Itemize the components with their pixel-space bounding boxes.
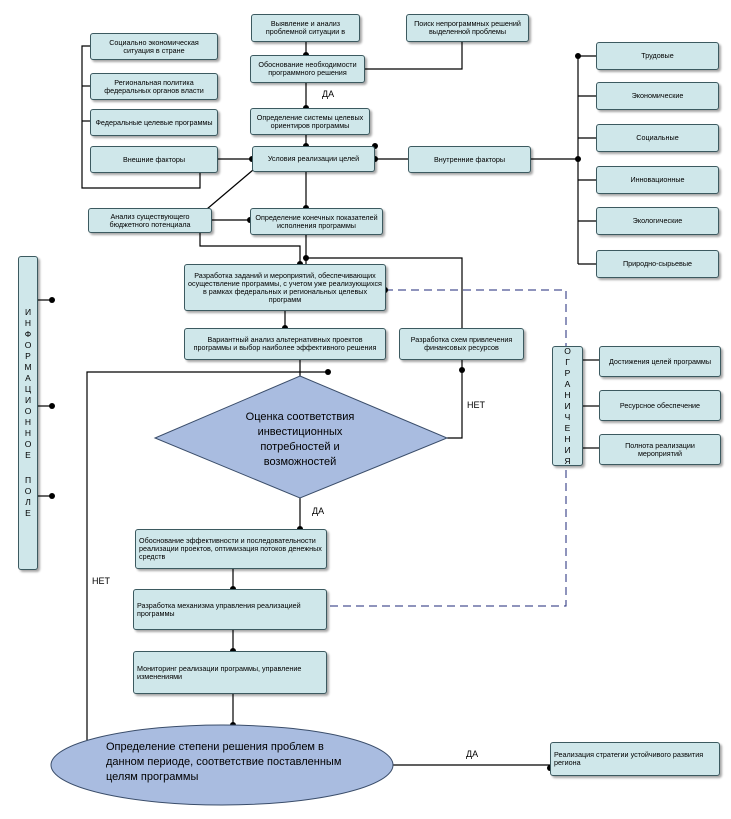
box-tasks: Разработка заданий и мероприятий, обеспе… [184, 264, 386, 311]
box-justify: Обоснование необходимости программного р… [250, 55, 365, 83]
box-indicators: Определение конечных показателей исполне… [250, 208, 383, 235]
label-yes-decision: ДА [312, 506, 325, 516]
internal-item-innovation: Инновационные [596, 166, 719, 194]
constraint-goals: Достижения целей программы [599, 346, 721, 377]
box-goals: Определение системы целевых ориентиров п… [250, 108, 370, 135]
decision-diamond [153, 375, 449, 499]
internal-factors: Внутренние факторы [408, 146, 531, 173]
constraint-resources: Ресурсное обеспечение [599, 390, 721, 421]
box-budget: Анализ существующего бюджетного потенциа… [88, 208, 212, 233]
internal-item-social: Социальные [596, 124, 719, 152]
label-no-finance: НЕТ [467, 400, 485, 410]
internal-item-ecology: Экологические [596, 207, 719, 235]
internal-item-economic: Экономические [596, 82, 719, 110]
box-monitoring: Мониторинг реализации программы, управле… [133, 651, 327, 694]
external-factors: Внешние факторы [90, 146, 218, 173]
internal-item-labor: Трудовые [596, 42, 719, 70]
box-variant: Вариантный анализ альтернативных проекто… [184, 328, 386, 360]
box-identify: Выявление и анализ проблемной ситуации в [251, 14, 360, 42]
result-ellipse [50, 724, 394, 806]
box-efficiency: Обоснование эффективности и последовател… [135, 529, 327, 569]
box-search: Поиск непрограммных решений выделенной п… [406, 14, 529, 42]
decision-text: Оценка соответствия инвестиционных потре… [245, 411, 355, 468]
box-finance: Разработка схем привлечения финансовых р… [399, 328, 524, 360]
label-no-loop: НЕТ [92, 576, 110, 586]
external-item-situation: Социально экономическая ситуация в стран… [90, 33, 218, 60]
box-conditions: Условия реализации целей [252, 146, 375, 172]
external-item-programs: Федеральные целевые программы [90, 109, 218, 136]
internal-item-resources: Природно-сырьевые [596, 250, 719, 278]
constraint-completeness: Полнота реализации мероприятий [599, 434, 721, 465]
box-mechanism: Разработка механизма управления реализац… [133, 589, 327, 630]
result-text: Определение степени решения проблем в да… [106, 741, 342, 783]
box-strategy: Реализация стратегии устойчивого развити… [550, 742, 720, 776]
external-item-policy: Региональная политика федеральных органо… [90, 73, 218, 100]
label-yes-result: ДА [466, 749, 479, 759]
label-yes-justify: ДА [322, 89, 335, 99]
